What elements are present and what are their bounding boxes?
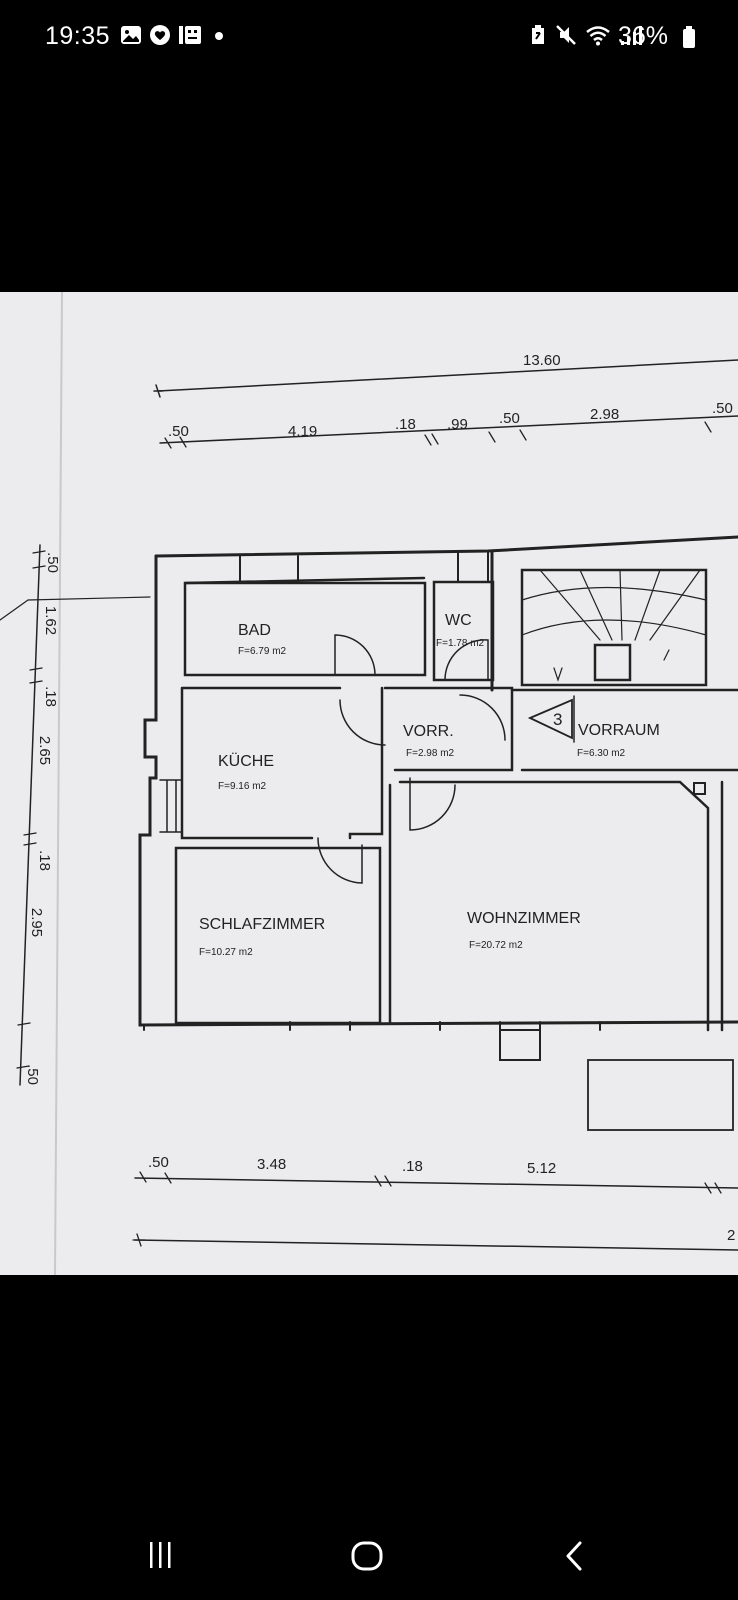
dimension-left: 1.62 bbox=[42, 605, 60, 636]
stair-marker: 3 bbox=[553, 710, 563, 729]
recents-icon[interactable] bbox=[145, 1540, 175, 1570]
wifi-icon bbox=[586, 26, 610, 46]
dimension-top: .99 bbox=[447, 416, 468, 433]
status-left-icons bbox=[120, 24, 225, 46]
room-area-bad: F=6.79 m2 bbox=[238, 646, 287, 657]
dimension-bottom: 3.48 bbox=[257, 1156, 287, 1173]
mute-icon bbox=[556, 25, 576, 45]
dimension-top: 4.19 bbox=[288, 423, 318, 440]
room-name-kueche: KÜCHE bbox=[218, 753, 275, 770]
app-icon bbox=[179, 26, 201, 44]
back-icon[interactable] bbox=[562, 1540, 586, 1572]
dimension-bottom: 2 bbox=[727, 1227, 736, 1244]
dimension-top: .50 bbox=[168, 423, 189, 440]
battery-icon bbox=[683, 26, 695, 48]
notification-dot-icon bbox=[215, 32, 223, 40]
battery-percent: 36% bbox=[618, 22, 669, 50]
dimension-top: 2.98 bbox=[590, 406, 620, 423]
room-name-wohnzimmer: WOHNZIMMER bbox=[467, 910, 581, 927]
signal-icon bbox=[621, 26, 642, 45]
room-name-wc: WC bbox=[445, 612, 472, 629]
dimension-bottom: 5.12 bbox=[527, 1160, 557, 1177]
dimension-bottom: .50 bbox=[148, 1154, 169, 1171]
room-name-bad: BAD bbox=[238, 622, 271, 639]
room-area-vorr: F=2.98 m2 bbox=[406, 748, 455, 759]
dimension-bottom: .18 bbox=[402, 1158, 423, 1175]
room-name-schlafzimmer: SCHLAFZIMMER bbox=[199, 916, 326, 933]
dimension-left: .18 bbox=[35, 850, 53, 871]
battery-saver-icon bbox=[532, 25, 544, 44]
status-right-icons bbox=[529, 24, 643, 46]
dimension-top: .18 bbox=[395, 416, 416, 433]
room-area-schlafzimmer: F=10.27 m2 bbox=[199, 947, 253, 958]
dimension-top: .50 bbox=[499, 410, 520, 427]
floor-plan-drawing bbox=[0, 292, 738, 1275]
home-icon[interactable] bbox=[350, 1540, 384, 1572]
status-bar: 19:35 36% bbox=[0, 0, 738, 78]
dimension-left: .50 bbox=[23, 1064, 41, 1085]
gallery-icon bbox=[121, 26, 141, 44]
dimension-left: 2.65 bbox=[36, 735, 54, 766]
dimension-top: .50 bbox=[712, 400, 733, 417]
dimension-top-total: 13.60 bbox=[523, 352, 561, 369]
status-time: 19:35 bbox=[45, 22, 111, 50]
dimension-left: .18 bbox=[41, 686, 59, 707]
heart-badge-icon bbox=[150, 25, 170, 45]
room-name-vorraum: VORRAUM bbox=[578, 722, 660, 739]
floor-plan-photo: 13.60 .50 4.19 .18 .99 .50 2.98 .50 .50 … bbox=[0, 292, 738, 1275]
room-area-wohnzimmer: F=20.72 m2 bbox=[469, 940, 523, 951]
dimension-left: .50 bbox=[43, 552, 61, 573]
navigation-bar bbox=[0, 1500, 738, 1600]
room-name-vorr: VORR. bbox=[403, 723, 454, 740]
room-area-vorraum: F=6.30 m2 bbox=[577, 748, 626, 759]
room-area-kueche: F=9.16 m2 bbox=[218, 781, 267, 792]
dimension-left: 2.95 bbox=[28, 907, 46, 938]
room-area-wc: F=1.78 m2 bbox=[436, 638, 485, 649]
